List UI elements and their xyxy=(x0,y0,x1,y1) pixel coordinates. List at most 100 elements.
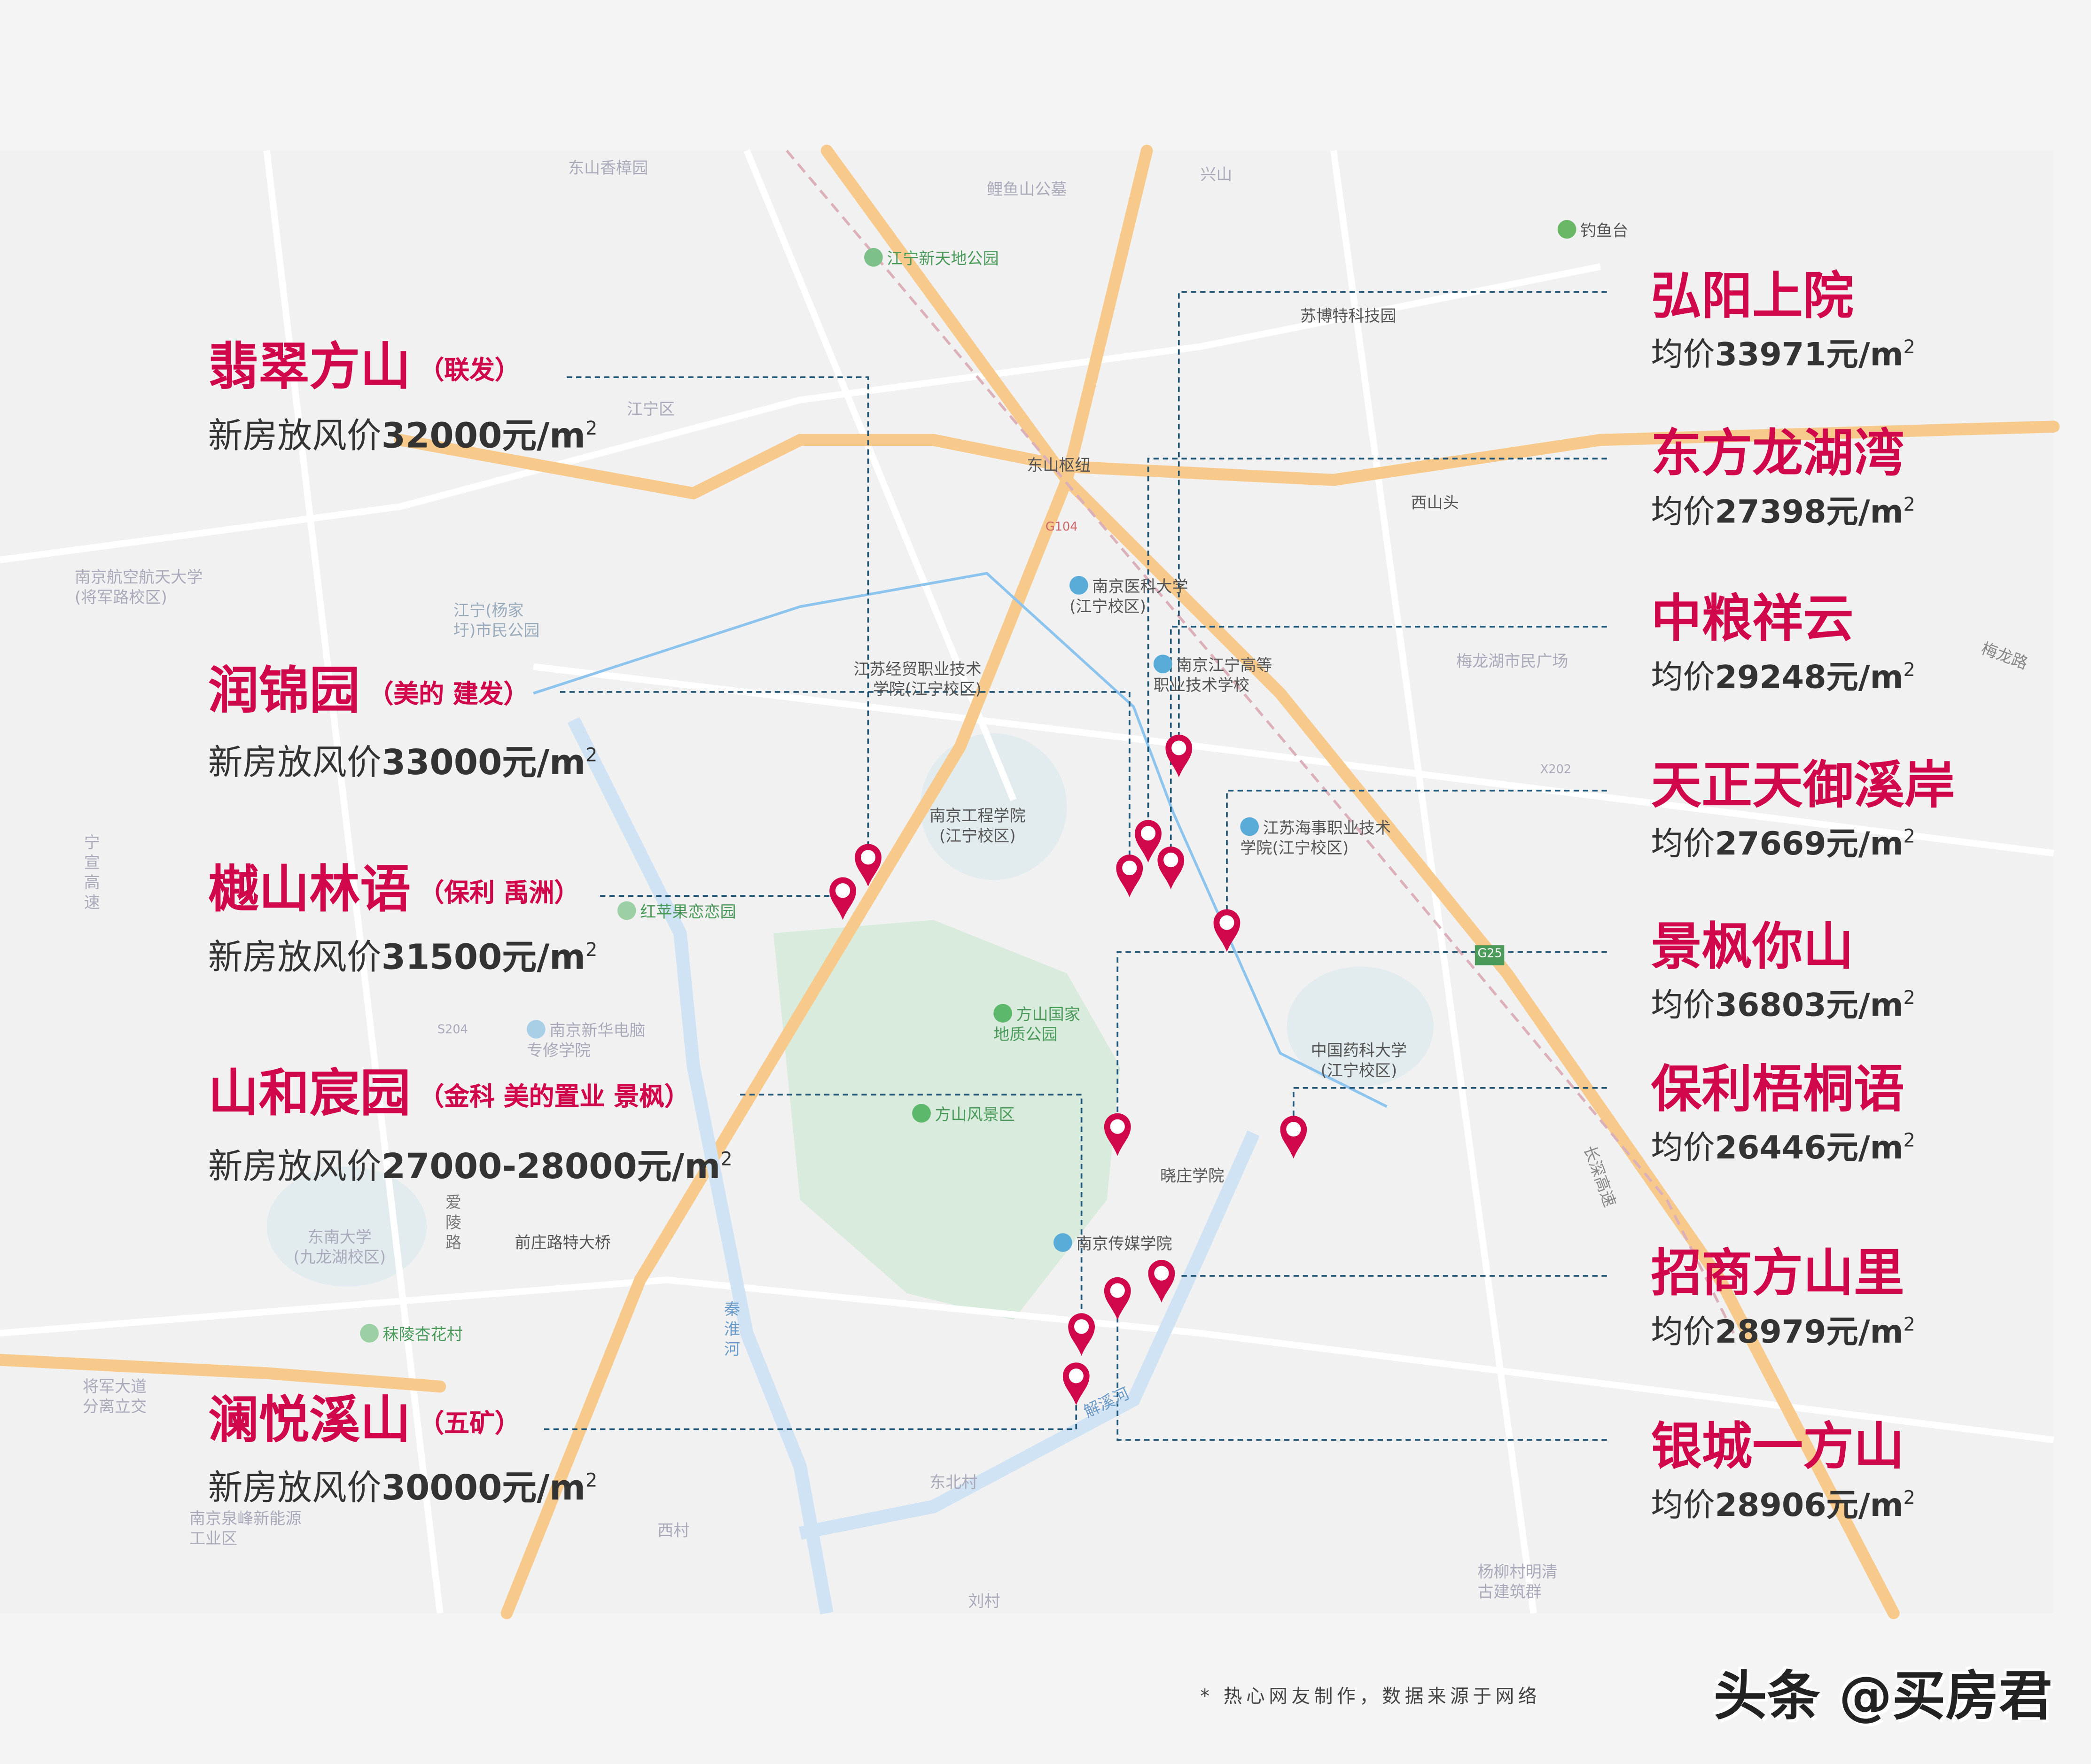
project-name-text: 翡翠方山 xyxy=(208,337,411,396)
campus-area xyxy=(266,1166,427,1287)
poi-text: 南京江宁高等 职业技术学校 xyxy=(1153,656,1272,695)
price-label: 新房放风价 xyxy=(208,1469,382,1509)
price-label: 均价 xyxy=(1651,1486,1715,1524)
project-price: 新房放风价31500元/m2 xyxy=(208,929,598,979)
project-price: 均价36803元/m2 xyxy=(1651,979,1915,1025)
poi-label: 江苏经贸职业技术 学院(江宁校区) xyxy=(853,660,982,699)
campus-area xyxy=(920,733,1067,880)
pin-center xyxy=(1154,1266,1169,1281)
price-value: 27398元/m xyxy=(1715,493,1904,531)
poi-label: 南京航空航天大学 (将军路校区) xyxy=(74,567,203,607)
connector-yincheng xyxy=(1116,1286,1607,1441)
project-price: 均价27669元/m2 xyxy=(1651,817,1915,864)
poi-text: 江宁新天地公园 xyxy=(887,249,999,268)
project-name: 银城一方山 xyxy=(1651,1417,1904,1476)
poi-label: 南京新华电脑 专修学院 xyxy=(527,1020,646,1061)
poi-label: 西山头 xyxy=(1411,493,1459,512)
price-value: 31500元/m xyxy=(381,938,586,979)
developer: （美的 建发） xyxy=(368,680,529,709)
map-background xyxy=(0,150,2054,1613)
poi-label: 东北村 xyxy=(929,1473,978,1492)
connector-feicui xyxy=(567,376,869,854)
project-name: 樾山林语（保利 禹洲） xyxy=(208,860,580,923)
poi-label: 东南大学 (九龙湖校区) xyxy=(293,1228,386,1267)
project-name: 澜悦溪山（五矿） xyxy=(208,1391,520,1453)
poi-label: 南京泉峰新能源 工业区 xyxy=(189,1509,302,1548)
pin-center xyxy=(1219,915,1234,930)
project-name: 中粮祥云 xyxy=(1651,589,1854,648)
pin-center xyxy=(1140,826,1156,841)
unit-sup: 2 xyxy=(585,1470,598,1492)
park-icon xyxy=(864,248,883,267)
school-icon xyxy=(527,1020,546,1039)
poi-label: 南京传媒学院 xyxy=(1053,1233,1172,1254)
poi-label: 杨柳村明清 古建筑群 xyxy=(1477,1562,1558,1601)
connector-baoli xyxy=(1293,1087,1607,1124)
mountain-icon xyxy=(1557,220,1576,239)
project-name-text: 山和宸园 xyxy=(208,1064,411,1123)
pins xyxy=(829,734,1307,1406)
price-value: 27669元/m xyxy=(1715,825,1904,863)
poi-text: 南京新华电脑 专修学院 xyxy=(527,1021,646,1060)
project-name-text: 润锦园 xyxy=(208,661,360,720)
project-name: 润锦园 （美的 建发） xyxy=(208,661,529,724)
poi-label: 刘村 xyxy=(968,1592,1000,1611)
poi-label: 方山风景区 xyxy=(912,1103,1015,1125)
project-name: 弘阳上院 xyxy=(1651,266,1854,326)
developer: （五矿） xyxy=(419,1409,520,1439)
campus-area xyxy=(1287,966,1434,1087)
poi-text: 钓鱼台 xyxy=(1580,221,1629,240)
price-label: 新房放风价 xyxy=(208,417,382,457)
price-value: 33000元/m xyxy=(381,743,586,784)
developer: （金科 美的置业 景枫） xyxy=(419,1082,690,1112)
poi-label: 南京工程学院 (江宁校区) xyxy=(929,806,1026,846)
qinhuai-river xyxy=(567,717,1260,1615)
unit-sup: 2 xyxy=(720,1149,733,1171)
pin-center xyxy=(1110,1283,1125,1298)
poi-text: 南京传媒学院 xyxy=(1076,1234,1172,1253)
poi-label: 前庄路特大桥 xyxy=(515,1233,611,1252)
poi-text: 方山风景区 xyxy=(935,1105,1015,1124)
project-price: 均价26446元/m2 xyxy=(1651,1121,1915,1168)
project-name: 翡翠方山（联发） xyxy=(208,337,520,400)
project-price: 均价27398元/m2 xyxy=(1651,485,1915,532)
price-label: 新房放风价 xyxy=(208,938,382,979)
poi-label: 晓庄学院 xyxy=(1160,1166,1225,1185)
unit-sup: 2 xyxy=(585,745,598,767)
school-icon xyxy=(1153,654,1172,674)
project-price: 均价29248元/m2 xyxy=(1651,651,1915,697)
pin-center xyxy=(1163,852,1178,868)
poi-label: 江苏海事职业技术 学院(江宁校区) xyxy=(1240,817,1391,859)
park-icon xyxy=(360,1324,379,1343)
footer-note: * 热心网友制作，数据来源于网络 xyxy=(1200,1686,1541,1708)
project-price: 新房放风价27000-28000元/m2 xyxy=(208,1139,733,1189)
pin-center xyxy=(1171,740,1186,755)
connector-dongfang xyxy=(1147,458,1607,827)
connector-lanyue xyxy=(544,1399,1077,1430)
river-label: 秦 淮 河 xyxy=(724,1300,741,1359)
price-value: 28906元/m xyxy=(1715,1486,1904,1524)
project-name: 山和宸园 （金科 美的置业 景枫） xyxy=(208,1064,690,1127)
price-label: 新房放风价 xyxy=(208,1147,382,1188)
price-label: 均价 xyxy=(1651,1129,1715,1167)
railway xyxy=(786,149,1735,1334)
price-label: 新房放风价 xyxy=(208,743,382,784)
school-icon xyxy=(1240,817,1259,836)
pin-center xyxy=(1110,1119,1125,1134)
connector-zhongliang xyxy=(1170,626,1607,854)
school-icon xyxy=(1069,576,1088,595)
connector-hongyang xyxy=(1178,291,1607,740)
connector-runjin xyxy=(560,691,1131,860)
project-name-text: 樾山林语 xyxy=(208,860,411,919)
poi-label: 中国药科大学 (江宁校区) xyxy=(1311,1041,1407,1080)
road-shield: S204 xyxy=(437,1024,468,1037)
connector-tianzheng xyxy=(1226,790,1607,917)
poi-text: 秣陵杏花村 xyxy=(382,1325,463,1344)
watermark: 头条 @买房君 xyxy=(1713,1666,2052,1728)
pin-center xyxy=(835,883,850,898)
poi-label: 西村 xyxy=(657,1521,690,1540)
project-price: 均价28979元/m2 xyxy=(1651,1305,1915,1352)
unit-sup: 2 xyxy=(1903,337,1915,359)
